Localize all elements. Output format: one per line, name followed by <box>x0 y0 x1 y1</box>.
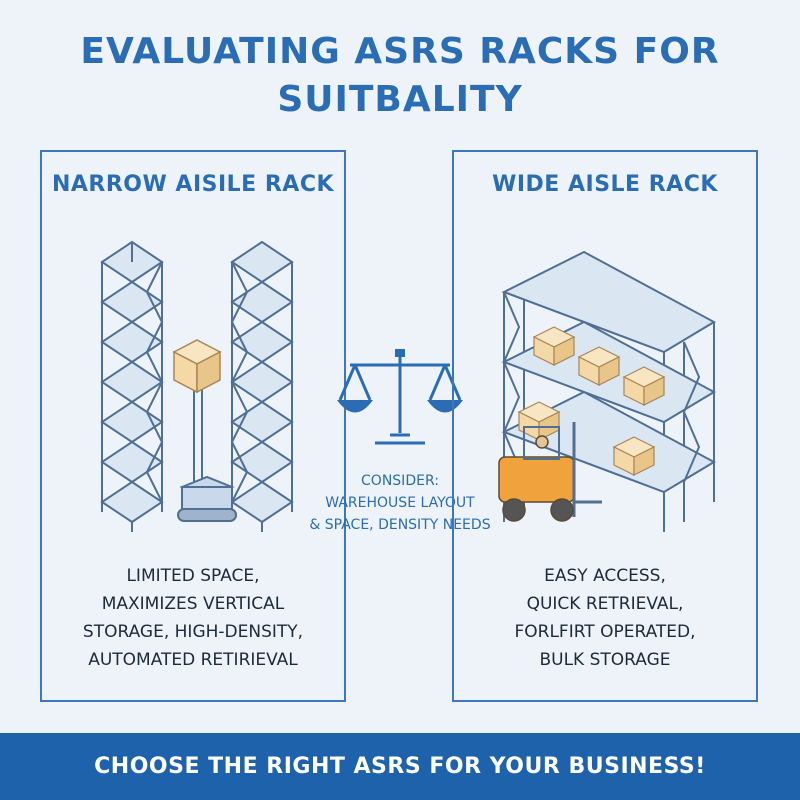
title-line-2: SUITBALITY <box>277 79 523 120</box>
consider-note: CONSIDER: WAREHOUSE LAYOUT & SPACE, DENS… <box>290 470 510 536</box>
narrow-aisle-rack-illustration <box>100 240 294 532</box>
wide-aisle-line-1: EASY ACCESS, <box>544 566 666 586</box>
narrow-aisle-line-3: STORAGE, HIGH-DENSITY, <box>82 622 304 642</box>
wide-aisle-rack-illustration <box>498 250 717 532</box>
wide-aisle-description: EASY ACCESS, QUICK RETRIEVAL, FORLFIRT O… <box>454 562 756 674</box>
wide-aisle-panel: WIDE AISLE RACK <box>452 150 758 702</box>
footer-banner: CHOOSE THE RIGHT ASRS FOR YOUR BUSINESS! <box>0 733 800 800</box>
consider-line-3: & SPACE, DENSITY NEEDS <box>309 517 491 533</box>
wide-aisle-line-3: FORLFIRT OPERATED, <box>514 622 696 642</box>
consider-line-1: CONSIDER: <box>361 473 439 489</box>
narrow-aisle-line-2: MAXIMIZES VERTICAL <box>101 594 285 614</box>
title-line-1: EVALUATING ASRS RACKS FOR <box>80 31 720 72</box>
narrow-aisle-title: NARROW AISILE RACK <box>51 172 335 197</box>
balance-scale-icon <box>337 349 463 445</box>
wide-aisle-line-2: QUICK RETRIEVAL, <box>526 594 684 614</box>
wide-aisle-line-4: BULK STORAGE <box>539 650 671 670</box>
narrow-aisle-line-1: LIMITED SPACE, <box>126 566 260 586</box>
narrow-aisle-description: LIMITED SPACE, MAXIMIZES VERTICAL STORAG… <box>42 562 344 674</box>
narrow-aisle-line-4: AUTOMATED RETIRIEVAL <box>88 650 298 670</box>
wide-aisle-title: WIDE AISLE RACK <box>492 172 718 197</box>
consider-line-2: WAREHOUSE LAYOUT <box>325 495 475 511</box>
footer-cta: CHOOSE THE RIGHT ASRS FOR YOUR BUSINESS! <box>94 754 706 779</box>
narrow-aisle-panel: NARROW AISILE RACK <box>40 150 346 702</box>
page-title: EVALUATING ASRS RACKS FOR SUITBALITY <box>0 28 800 124</box>
